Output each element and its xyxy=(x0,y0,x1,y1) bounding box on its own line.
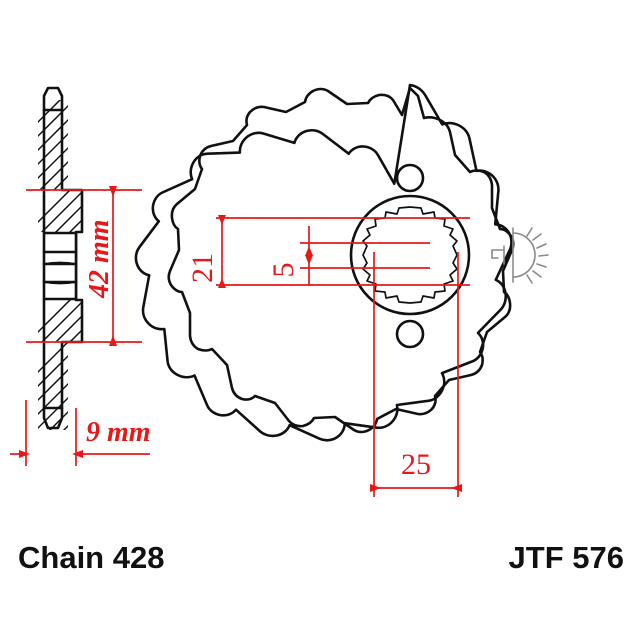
dim-9-arrow-left xyxy=(19,450,30,458)
dim-21-arrow-bottom xyxy=(218,278,226,288)
dim-25-arrow-left xyxy=(370,484,381,492)
front-view-dimensions: 21 5 25 xyxy=(186,215,470,497)
dim-42-arrow-bottom xyxy=(109,335,117,346)
side-view-dimensions: 42 mm 9 mm xyxy=(10,186,151,466)
dim-9-label: 9 mm xyxy=(86,417,151,448)
splined-bore xyxy=(362,206,458,304)
side-hatch-upper-flange xyxy=(38,190,82,232)
chain-label: Chain 428 xyxy=(18,540,164,575)
side-view-tooth-tips xyxy=(42,108,64,410)
dim-21-arrow-top xyxy=(218,215,226,225)
dim-25-arrow-right xyxy=(451,484,462,492)
dim-5-arrow-bottom xyxy=(305,255,313,265)
dim-21-label: 21 xyxy=(186,253,219,283)
dim-5-label: 5 xyxy=(267,263,300,278)
side-hatch-lower xyxy=(38,342,68,430)
side-hatch-upper xyxy=(38,100,68,190)
dim-42-arrow-top xyxy=(109,186,117,197)
dim-9-arrow-right xyxy=(72,450,83,458)
part-number-label: JTF 576 xyxy=(509,540,624,575)
deburr-symbol xyxy=(491,227,549,284)
bolt-hole-top xyxy=(395,163,425,193)
side-hatch-lower-flange xyxy=(38,300,82,342)
side-view-bore-stack xyxy=(39,231,78,301)
dim-5-arrow-top xyxy=(305,246,313,256)
front-view-group xyxy=(134,83,549,442)
center-bore-circle xyxy=(349,194,471,316)
bolt-hole-bottom xyxy=(395,319,425,349)
dim-25-label: 25 xyxy=(401,448,431,481)
dim-42-label: 42 mm xyxy=(84,219,115,299)
